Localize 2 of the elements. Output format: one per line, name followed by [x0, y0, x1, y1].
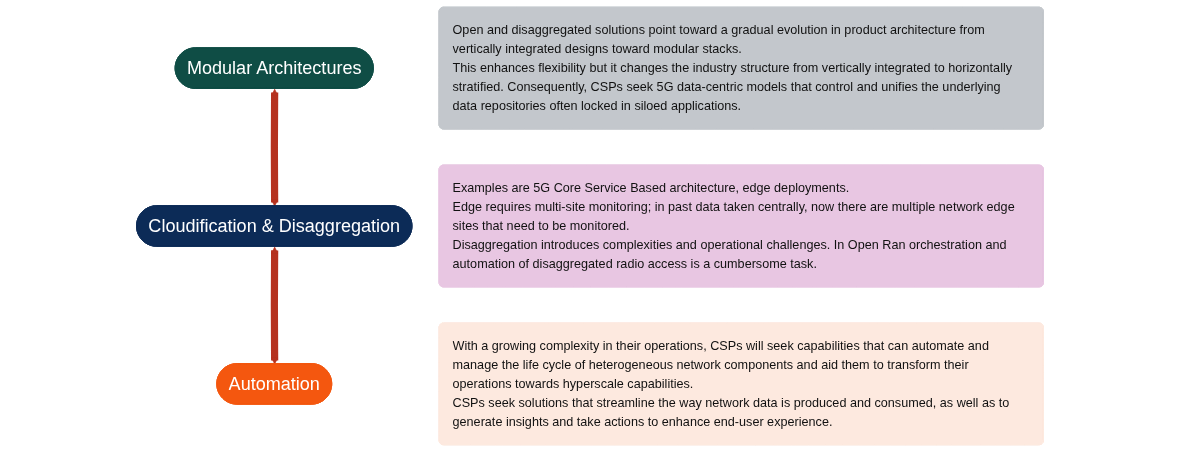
arrow [270, 246, 279, 365]
arrow [270, 88, 279, 207]
